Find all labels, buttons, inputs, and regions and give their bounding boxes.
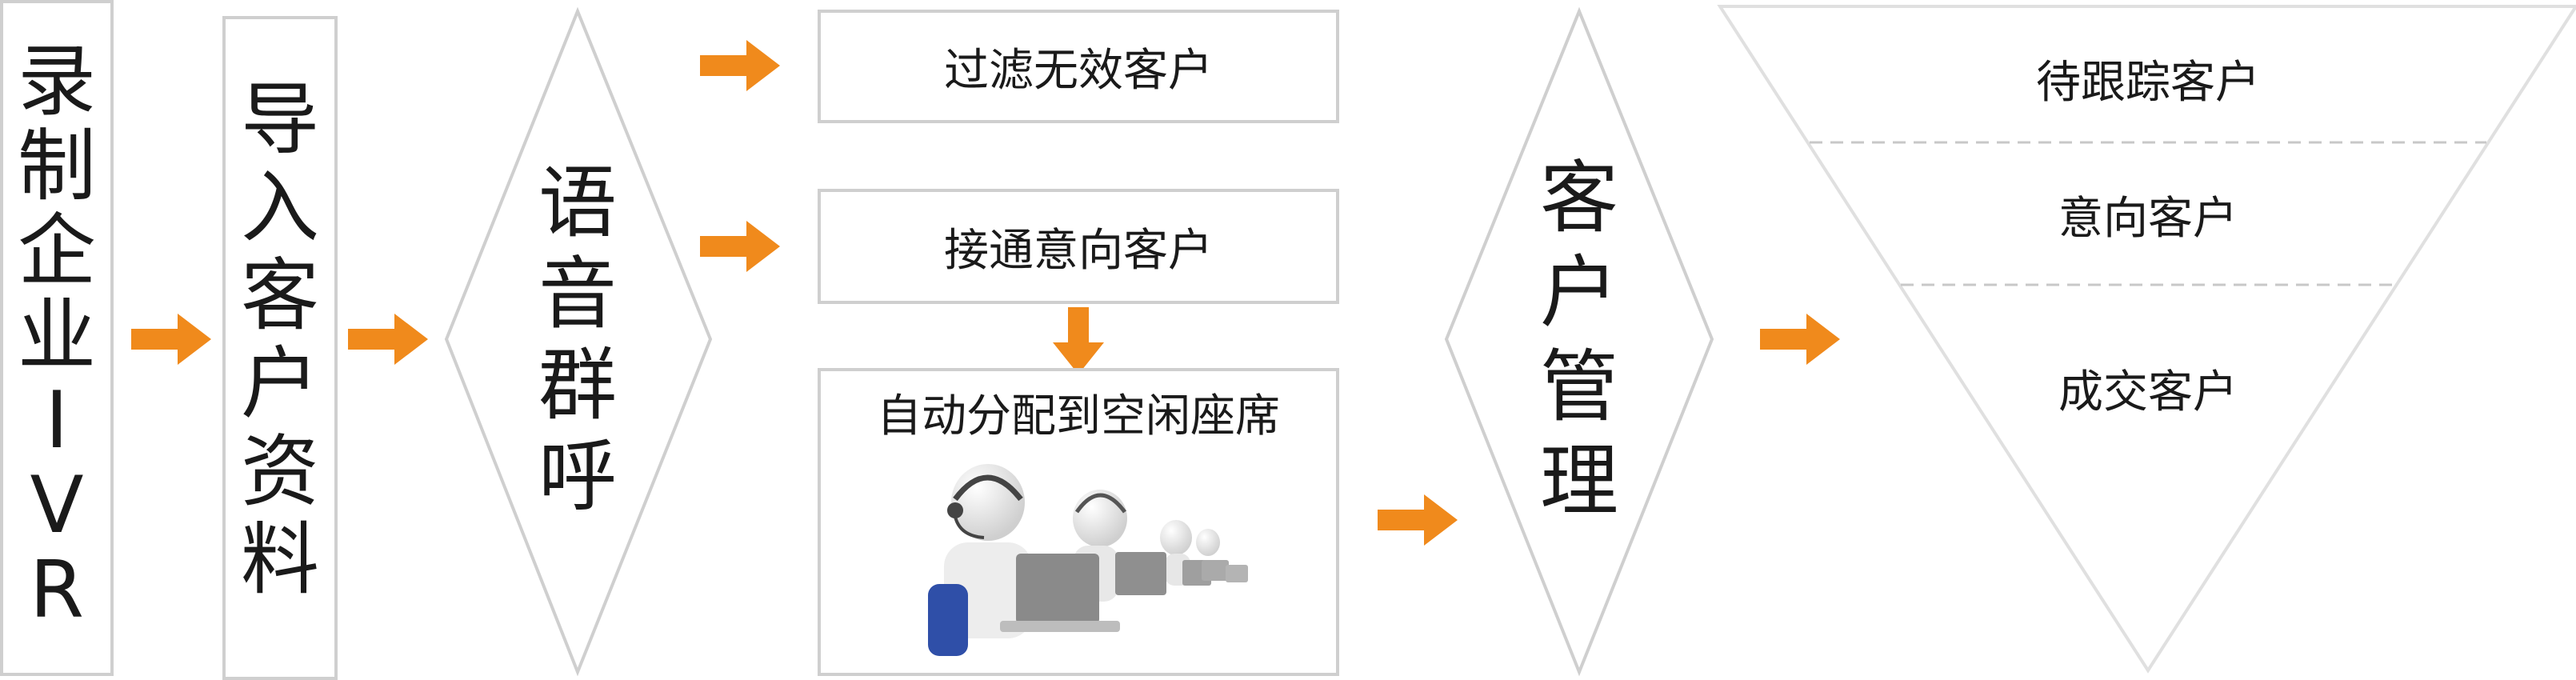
call-center-agents-illustration [928, 464, 1248, 656]
flow-arrow-right [131, 314, 211, 365]
connect-intent-box [818, 189, 1339, 304]
connect-intent-label: 接通意向客户 [944, 224, 1213, 277]
customer-mgmt-shape [1444, 6, 1714, 677]
funnel-level-2-label: 意向客户 [2058, 192, 2238, 245]
import-data-label: 导入客户资料 [240, 74, 319, 606]
voice-call-shape [444, 6, 713, 677]
funnel-shape [1717, 5, 2576, 674]
flow-arrow-right [700, 221, 780, 272]
customer-mgmt-label: 客户管理 [1539, 153, 1618, 527]
import-data-box [222, 16, 338, 680]
flow-arrow-right [1378, 494, 1458, 546]
flow-arrow-down [1053, 307, 1104, 374]
voice-call-label: 语音群呼 [538, 158, 617, 522]
flow-arrow-right [348, 314, 428, 365]
flow-arrow-right [1760, 314, 1840, 365]
filter-invalid-label: 过滤无效客户 [944, 44, 1213, 97]
funnel-level-3-label: 成交客户 [2058, 366, 2238, 418]
record-ivr-box [0, 0, 114, 676]
auto-assign-label: 自动分配到空闲座席 [877, 390, 1280, 442]
flow-arrow-right [700, 40, 780, 91]
filter-invalid-box [818, 10, 1339, 123]
funnel-level-1-label: 待跟踪客户 [2036, 56, 2260, 109]
